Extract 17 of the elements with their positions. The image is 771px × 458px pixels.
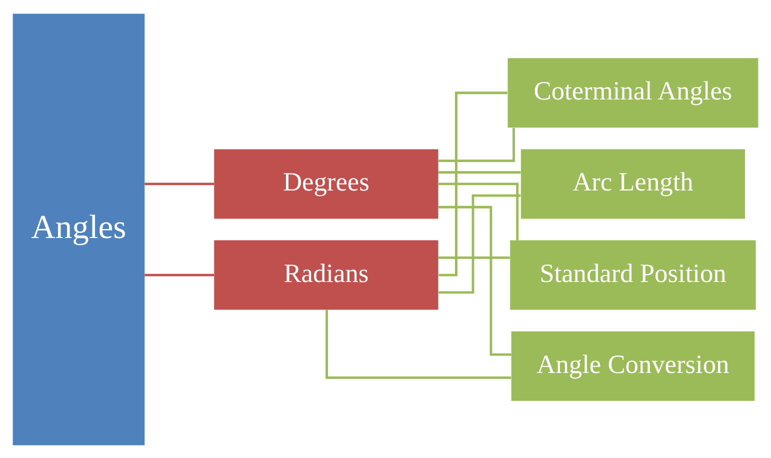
connector xyxy=(144,182,214,185)
connector xyxy=(438,205,512,356)
connector xyxy=(438,128,515,162)
connector xyxy=(144,273,214,276)
connector xyxy=(438,182,519,240)
connector xyxy=(438,91,508,276)
connector xyxy=(438,170,521,174)
node-box: Coterminal Angles xyxy=(508,58,758,128)
node-box: Standard Position xyxy=(510,240,756,310)
connector xyxy=(326,309,512,378)
node-box: Angle Conversion xyxy=(511,330,755,400)
node-box: Radians xyxy=(214,240,438,310)
node-box: Degrees xyxy=(214,148,438,218)
node-box: Arc Length xyxy=(520,148,745,218)
node-box: Angles xyxy=(12,13,145,445)
connector xyxy=(438,256,510,258)
connector xyxy=(438,194,521,294)
